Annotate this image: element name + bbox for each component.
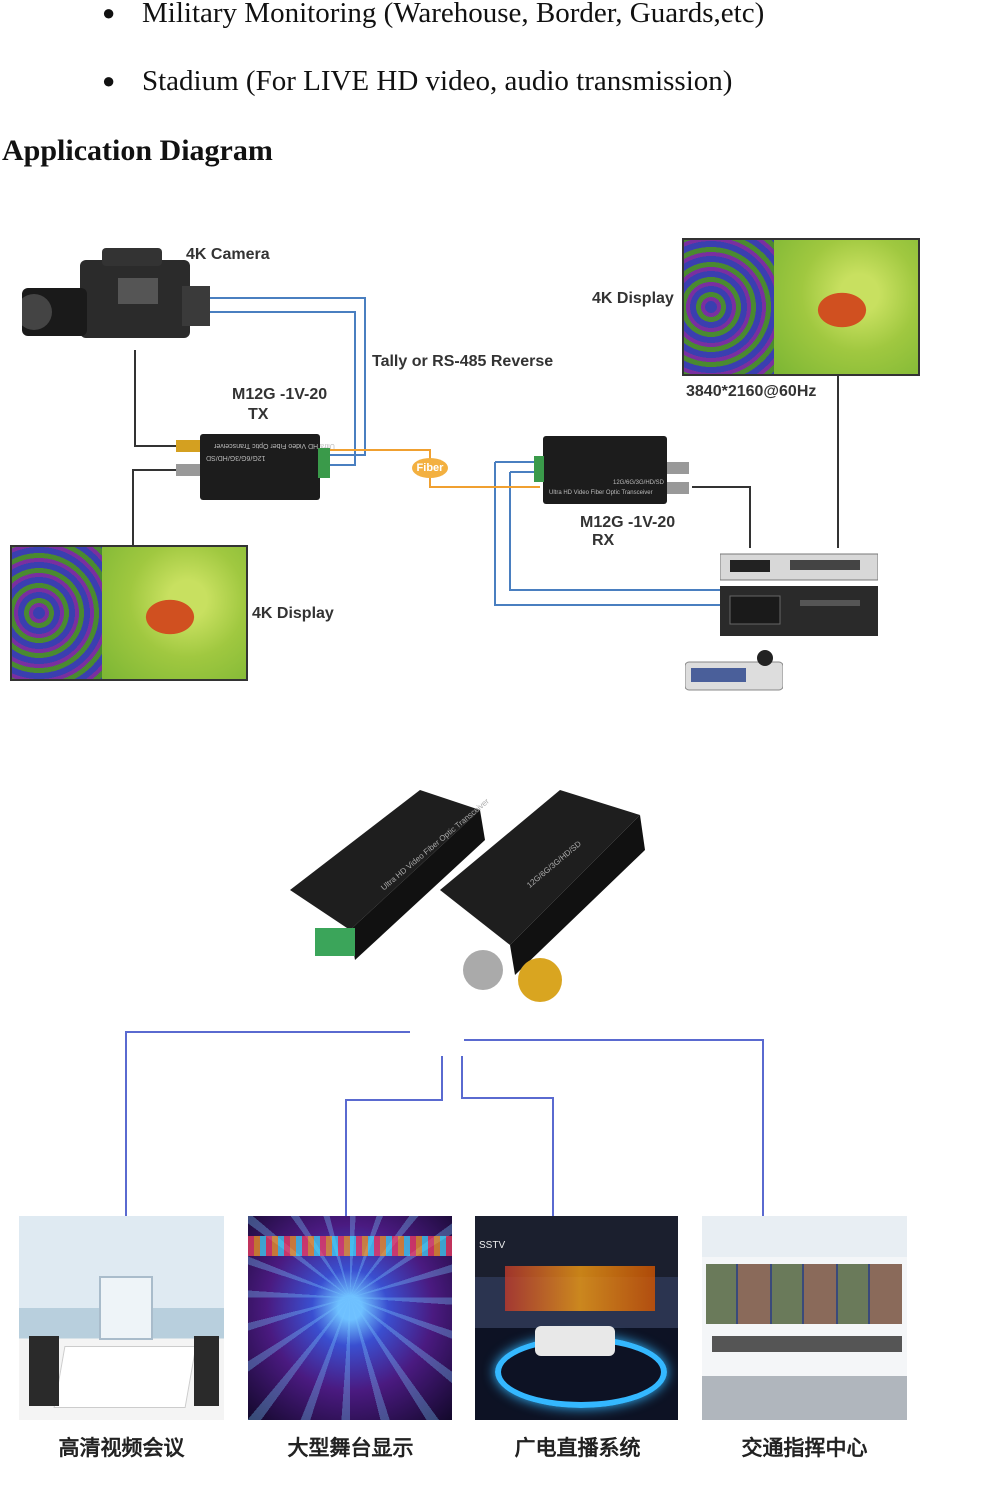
rx-device-text: Ultra HD Video Fiber Optic Transceiver [549,490,653,496]
studio-tag: SSTV [479,1240,506,1251]
application-caption: 交通指挥中心 [741,1436,868,1460]
resolution-label: 3840*2160@60Hz [686,383,817,400]
section-heading: Application Diagram [2,134,273,167]
terminal-block-icon [534,456,544,482]
bnc-connector-icon [176,464,200,476]
diagram-wiring [132,297,839,606]
rx-transceiver-device: 12G/6G/3G/HD/SD Ultra HD Video Fiber Opt… [543,436,667,504]
bullet-text: Stadium (For LIVE HD video, audio transm… [142,65,733,97]
broadcast-studio-image: SSTV [475,1216,678,1420]
traffic-control-image [702,1216,907,1420]
bnc-connector-icon [667,462,689,474]
rx-device-sub: 12G/6G/3G/HD/SD [613,480,665,486]
stage-lights-image [248,1216,452,1420]
conference-room-image [19,1216,224,1420]
ptz-keyboard-icon [684,648,784,692]
display-top-image [682,238,920,376]
fiber-badge: Fiber [412,458,448,478]
application-caption: 广电直播系统 [514,1436,641,1460]
tx-device-text: Ultra HD Video Fiber Optic Transceiver [214,442,335,449]
tally-label: Tally or RS-485 Reverse [372,353,554,370]
hummingbird-icon [814,280,884,330]
bullet-item: ● Stadium (For LIVE HD video, audio tran… [102,64,733,98]
rx-model-label: M12G -1V-20 [580,514,676,531]
display-bottom-image [10,545,248,681]
tx-transceiver-device: Ultra HD Video Fiber Optic Transceiver 1… [200,434,335,500]
bnc-connector-icon [667,482,689,494]
bullet-item: ● Military Monitoring (Warehouse, Border… [102,0,765,30]
bnc-connector-icon [176,440,200,452]
rack-equipment-icon [719,548,879,638]
bullet-dot-icon: ● [102,0,116,25]
hummingbird-icon [142,587,212,637]
fiber-label: Fiber [416,462,444,474]
tx-device-sub: 12G/6G/3G/HD/SD [206,454,266,461]
display-top-label: 4K Display [592,290,674,307]
application-caption: 大型舞台显示 [287,1436,414,1460]
bullet-dot-icon: ● [102,68,116,93]
terminal-block-icon [318,448,330,478]
tx-role-label: TX [248,406,269,423]
tx-model-label: M12G -1V-20 [232,386,328,403]
application-caption: 高清视频会议 [58,1436,185,1460]
camera-label: 4K Camera [186,246,270,263]
display-bottom-label: 4K Display [252,605,334,622]
rx-role-label: RX [592,532,615,549]
bullet-text: Military Monitoring (Warehouse, Border, … [142,0,765,29]
product-photo: Ultra HD Video Fiber Optic Transceiver 1… [270,780,660,1030]
camera-icon [16,248,212,348]
